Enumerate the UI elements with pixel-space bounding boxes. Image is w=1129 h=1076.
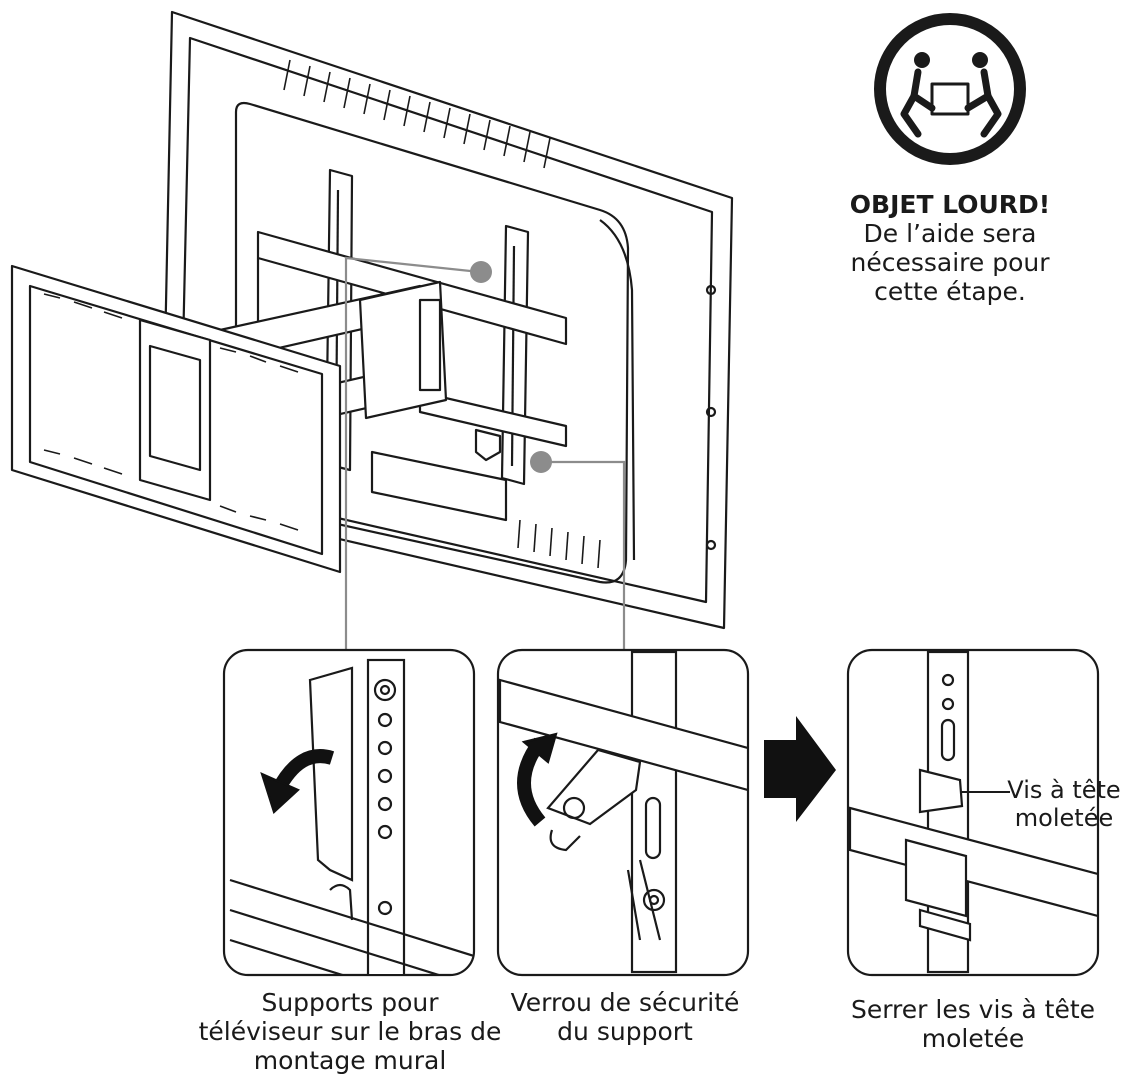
panel-2-caption: Verrou de sécurité du support bbox=[490, 988, 760, 1046]
detail-panel-1 bbox=[222, 648, 476, 977]
callout-line: Vis à tête bbox=[1007, 776, 1121, 804]
warning-text: OBJET LOURD! De l’aide sera nécessaire p… bbox=[820, 190, 1080, 306]
thumbscrew-callout: Vis à tête moletée bbox=[1002, 776, 1126, 832]
wall-plate bbox=[10, 264, 342, 574]
caption-line: Supports pour bbox=[261, 988, 439, 1017]
tv-bracket-right bbox=[500, 224, 530, 486]
warning-line: cette étape. bbox=[874, 277, 1026, 306]
leader-lines bbox=[344, 256, 626, 650]
two-person-lift-icon bbox=[874, 13, 1026, 165]
callout-dot-bracket bbox=[470, 261, 492, 283]
panel-3-caption: Serrer les vis à tête moletée bbox=[828, 995, 1118, 1053]
detail-panel-2 bbox=[496, 648, 750, 977]
detail-panel-3 bbox=[846, 648, 1100, 977]
caption-line: Serrer les vis à tête bbox=[850, 995, 1096, 1024]
caption-line: montage mural bbox=[253, 1046, 447, 1075]
warning-title: OBJET LOURD! bbox=[849, 190, 1051, 219]
next-step-arrow-icon bbox=[764, 716, 836, 822]
caption-line: du support bbox=[557, 1017, 693, 1046]
callout-dot-latch bbox=[530, 451, 552, 473]
caption-line: moletée bbox=[921, 1024, 1025, 1053]
caption-line: téléviseur sur le bras de bbox=[198, 1017, 502, 1046]
warning-line: nécessaire pour bbox=[850, 248, 1050, 277]
caption-line: Verrou de sécurité bbox=[510, 988, 740, 1017]
callout-line: moletée bbox=[1014, 804, 1114, 832]
panel-1-caption: Supports pour téléviseur sur le bras de … bbox=[190, 988, 510, 1075]
warning-line: De l’aide sera bbox=[863, 219, 1037, 248]
